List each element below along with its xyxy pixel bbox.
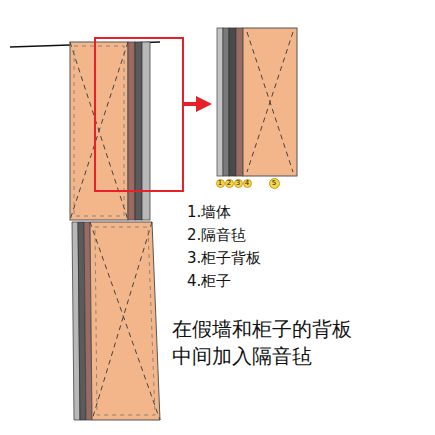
callout-number: 5 [269,178,280,189]
upper-cabinet [70,42,150,220]
part-label: 3.柜子背板 [187,249,261,267]
callout-text: 4 [245,180,249,187]
part-label: 2.隔音毡 [187,226,246,244]
part-label: 4.柜子 [187,272,231,290]
callout-text: 3 [236,180,240,187]
part-label: 1.墙体 [187,203,231,221]
callout-text: 1 [218,180,222,187]
callout-number: 4 [243,179,252,188]
zoom-frame [95,38,183,191]
callout-text: 5 [272,180,276,187]
callout-number: 1 [216,179,225,188]
lower-cabinet [72,222,160,420]
callout-number: 2 [225,179,234,188]
zoom-arrow [184,102,200,106]
callout-number: 3 [234,179,243,188]
caption-note: 在假墙和柜子的背板 中间加入隔音毡 [172,316,358,370]
callout-text: 2 [227,180,231,187]
zoom-inset [217,28,297,176]
